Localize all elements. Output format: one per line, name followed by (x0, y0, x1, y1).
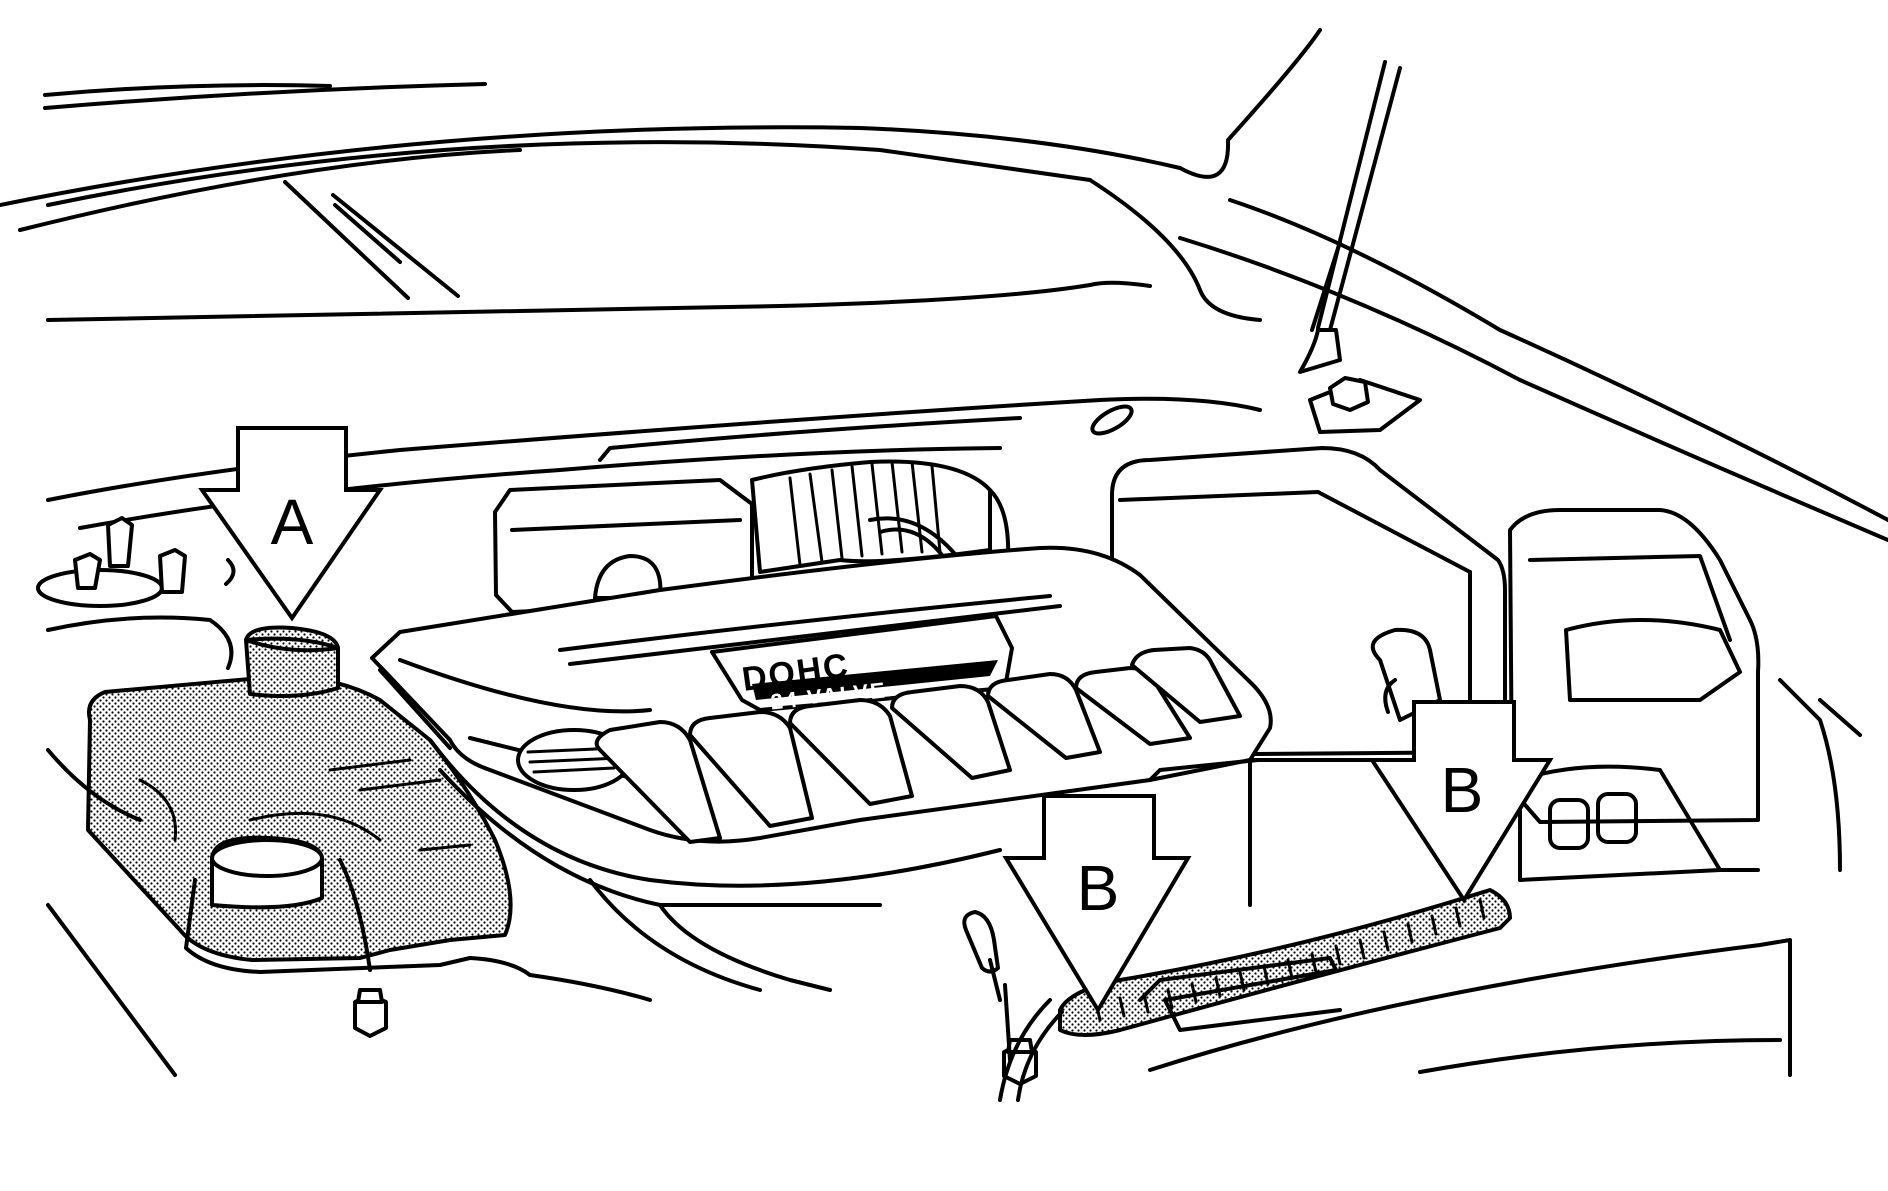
air-intake (493, 459, 1011, 614)
callout-label-a: A (271, 486, 314, 558)
fasteners (353, 988, 1038, 1086)
callout-arrow-b-right: B (1368, 700, 1554, 904)
vent-slot-1 (1548, 798, 1590, 850)
washer-cap (184, 835, 372, 974)
battery (1508, 508, 1761, 824)
callout-arrow-a: A (198, 426, 384, 622)
lower-engine (46, 738, 1002, 1077)
rib-covers (594, 646, 1242, 844)
vent-slot-2 (1596, 792, 1638, 844)
dipstick (962, 910, 1012, 1062)
hood-prop-rod (1298, 60, 1402, 374)
strut-mount (1308, 376, 1422, 434)
callout-label-b-right: B (1441, 754, 1484, 826)
engine-cover: DOHC 24 VALVE (370, 545, 1273, 844)
callout-arrow-b-left: B (1002, 794, 1192, 1014)
windshield-lines (0, 28, 1888, 542)
callout-label-b-left: B (1077, 852, 1120, 924)
strut-tower (36, 516, 236, 670)
